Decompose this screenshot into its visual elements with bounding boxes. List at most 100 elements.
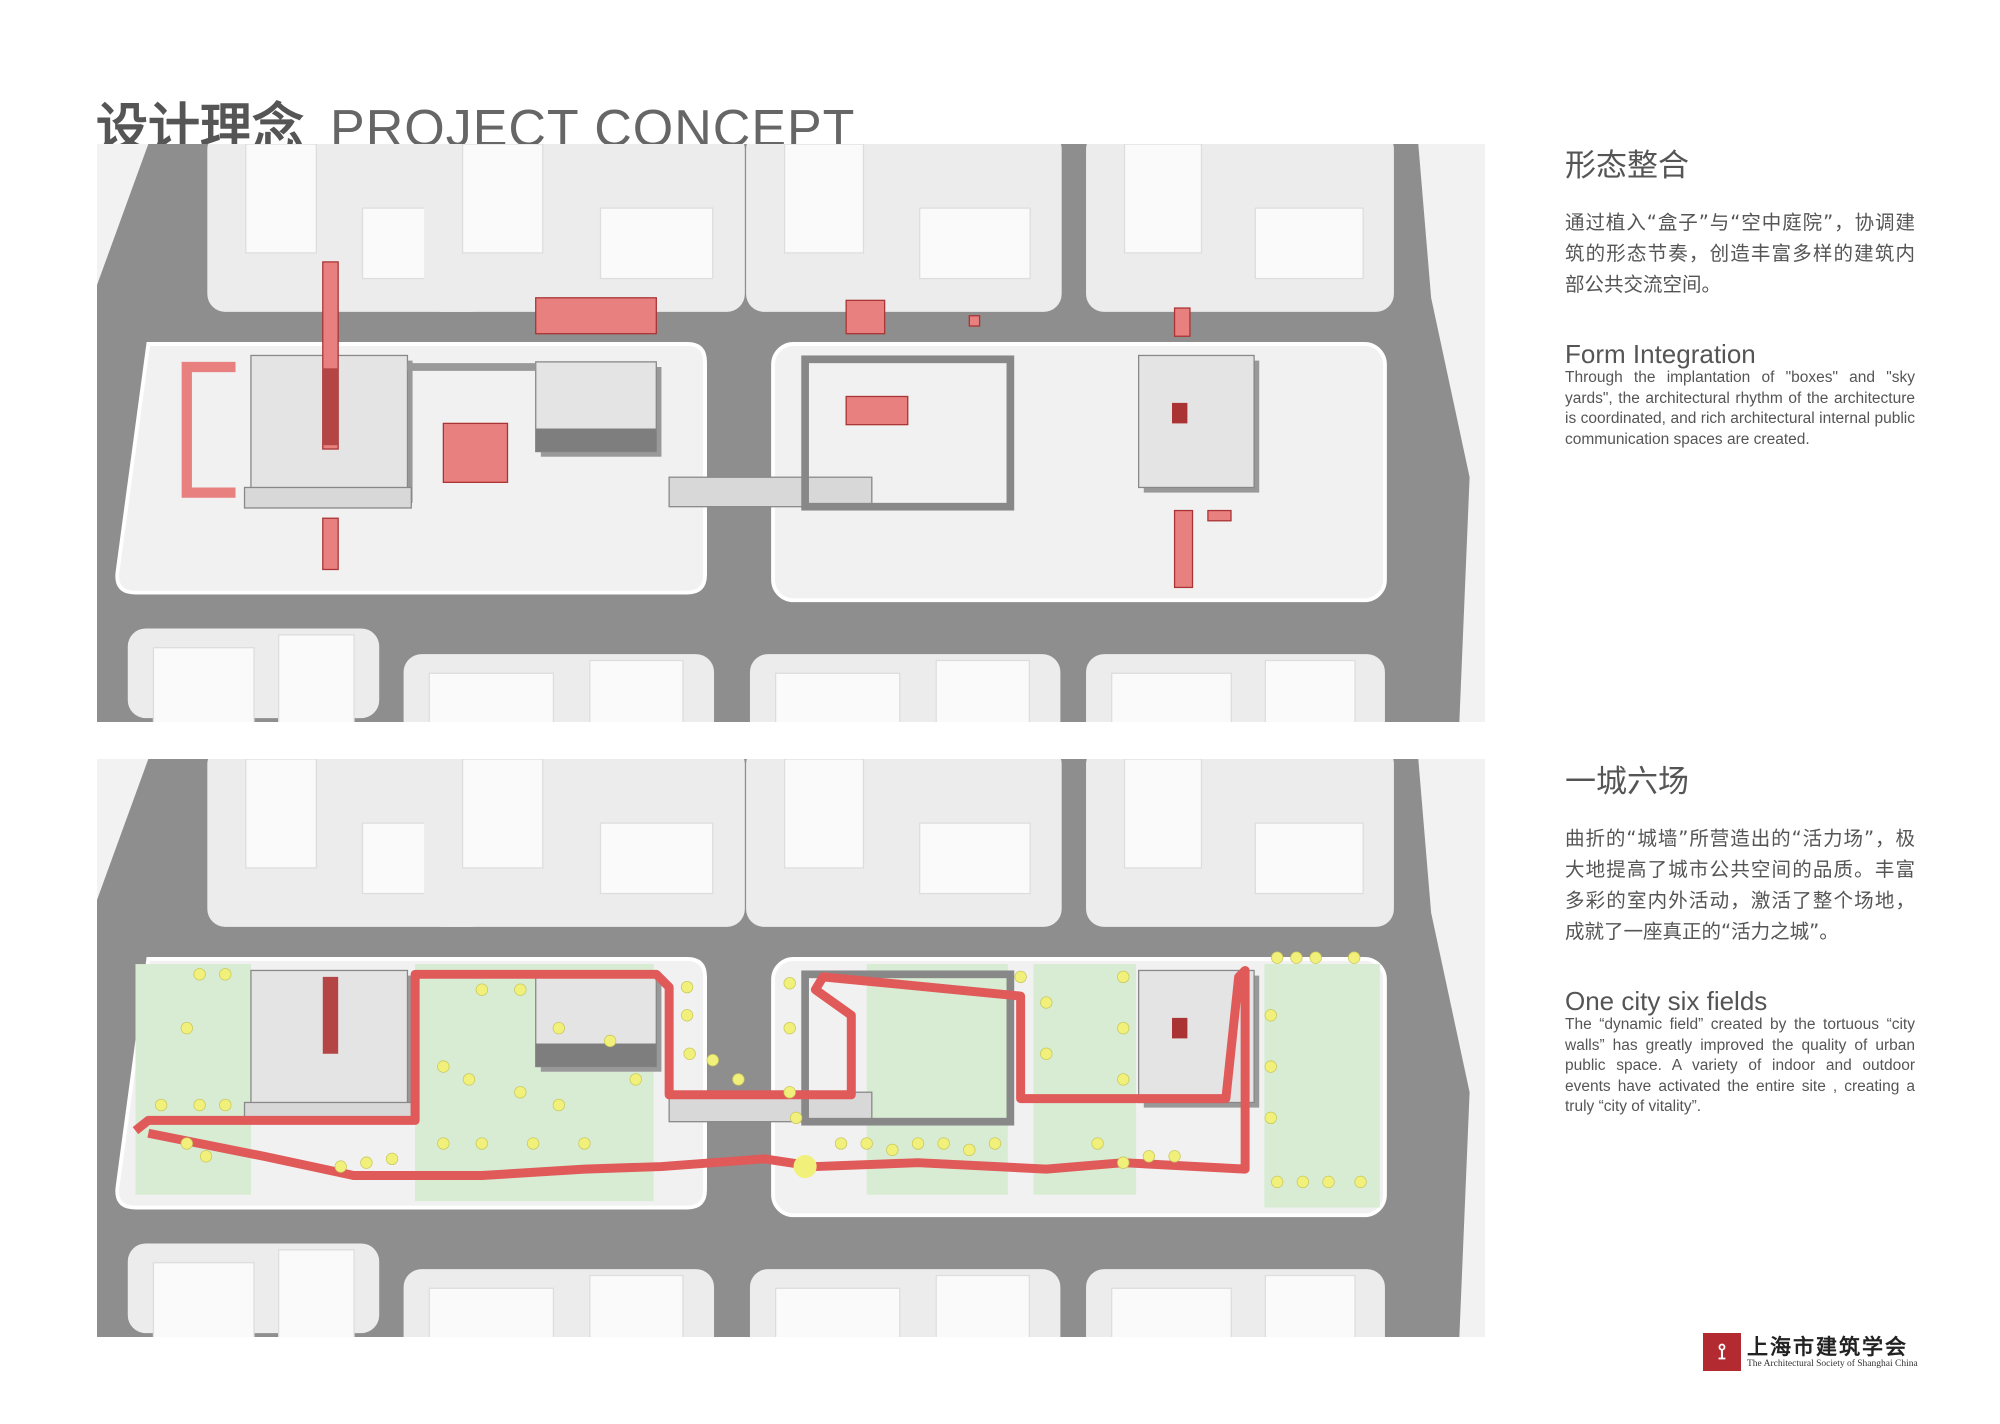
tree: [360, 1156, 373, 1169]
tree: [783, 977, 796, 990]
red-box: [1173, 307, 1191, 337]
building-volume: [599, 207, 714, 280]
city-wall-path: [132, 965, 1250, 1181]
tree: [680, 980, 694, 994]
red-box: [968, 315, 981, 327]
tree: [1117, 1156, 1130, 1169]
section-body-en: Through the implantation of "boxes" and …: [1565, 369, 1915, 448]
section-body-cn: 曲折的“城墙”所营造出的“活力场”，极大地提高了城市公共空间的品质。丰富多彩的室…: [1565, 827, 1915, 943]
building-volume: [935, 659, 1030, 722]
tree: [834, 1137, 848, 1150]
tree: [1142, 1150, 1156, 1163]
tree: [1309, 951, 1322, 964]
tree: [1354, 1175, 1367, 1189]
tree: [683, 1047, 696, 1060]
tree: [629, 1073, 642, 1086]
red-frame: [181, 361, 236, 498]
tree: [462, 1073, 476, 1086]
building-volume: [428, 1287, 555, 1337]
tree: [1322, 1175, 1335, 1189]
elevated-walkway: [801, 970, 1015, 1126]
section-title-en: Form Integration: [1565, 339, 1756, 369]
tree: [886, 1143, 899, 1157]
building-volume: [589, 659, 684, 722]
tree: [1117, 1021, 1130, 1035]
tree: [1271, 951, 1284, 964]
tree: [1271, 1175, 1284, 1189]
tree: [154, 1098, 168, 1112]
building-volume: [783, 759, 865, 869]
building-volume: [1123, 759, 1203, 869]
building-volume: [428, 672, 555, 722]
building-volume: [1264, 659, 1356, 722]
tree: [988, 1137, 1002, 1150]
right-edge-land: [1418, 144, 1485, 722]
section-title-cn: 一城六场: [1565, 764, 1689, 800]
tree: [1091, 1137, 1104, 1150]
left-edge-land: [97, 759, 149, 900]
red-box: [535, 297, 657, 335]
tree: [1040, 996, 1053, 1009]
activity-field: [1264, 964, 1380, 1208]
building-volume: [1111, 1287, 1232, 1337]
tree: [706, 1054, 719, 1067]
inserted-box: [322, 368, 339, 446]
tree: [514, 983, 527, 996]
tree: [475, 983, 489, 996]
building-volume: [245, 759, 318, 869]
building-volume: [589, 1274, 684, 1337]
tree: [860, 1137, 873, 1150]
logo-name-cn: 上海市建筑学会: [1747, 1334, 1908, 1359]
tree: [199, 1150, 213, 1163]
red-box: [442, 422, 509, 483]
tree: [1264, 1009, 1277, 1022]
tree: [437, 1060, 450, 1073]
inserted-box: [1171, 1017, 1188, 1039]
activity-field: [866, 964, 1008, 1195]
tree: [193, 1098, 206, 1112]
left-edge-land: [97, 144, 149, 285]
building-volume: [935, 1274, 1030, 1337]
section-body-en: The “dynamic field” created by the tortu…: [1565, 1016, 1915, 1115]
tree: [911, 1137, 925, 1150]
tree: [1117, 1073, 1130, 1086]
inserted-box: [1171, 402, 1188, 424]
tree: [732, 1073, 745, 1086]
six-fields-site-plan: [97, 759, 1485, 1337]
tree: [680, 1009, 694, 1022]
tree: [219, 968, 232, 981]
tree: [1347, 951, 1361, 964]
building-volume: [1111, 672, 1232, 722]
red-box: [1173, 509, 1194, 589]
form-integration-text: 形态整合 通过植入“盒子”与“空中庭院”，协调建筑的形态节奏，创造丰富多样的建筑…: [1565, 140, 1915, 450]
tree: [1264, 1060, 1277, 1073]
building-volume: [278, 1249, 355, 1337]
building-mass: [1138, 354, 1255, 489]
building-volume: [245, 144, 318, 254]
tree: [180, 1137, 193, 1150]
tree: [1296, 1175, 1309, 1189]
logo-name-en: The Architectural Society of Shanghai Ch…: [1747, 1359, 1918, 1369]
building-volume: [1123, 144, 1203, 254]
tree: [526, 1137, 540, 1150]
podium: [243, 486, 412, 509]
tree: [1040, 1047, 1053, 1060]
tree: [552, 1021, 565, 1035]
building-volume: [461, 759, 544, 869]
building-volume: [919, 207, 1031, 280]
tree: [180, 1021, 193, 1035]
site-plan-svg-bottom: [97, 759, 1485, 1337]
building-volume: [152, 1262, 255, 1337]
right-edge-land: [1418, 759, 1485, 1337]
activity-field: [135, 964, 251, 1195]
tree: [193, 968, 206, 981]
building-volume: [1254, 207, 1364, 280]
tree: [1117, 970, 1130, 984]
section-title-cn: 形态整合: [1565, 148, 1689, 184]
society-logo: ⟟ 上海市建筑学会 The Architectural Society of S…: [1703, 1333, 1918, 1371]
elevated-walkway: [801, 355, 1015, 511]
site-plan-svg-top: [97, 144, 1485, 722]
building-volume: [1264, 1274, 1356, 1337]
tree: [514, 1086, 527, 1099]
section-title-en: One city six fields: [1565, 986, 1768, 1016]
